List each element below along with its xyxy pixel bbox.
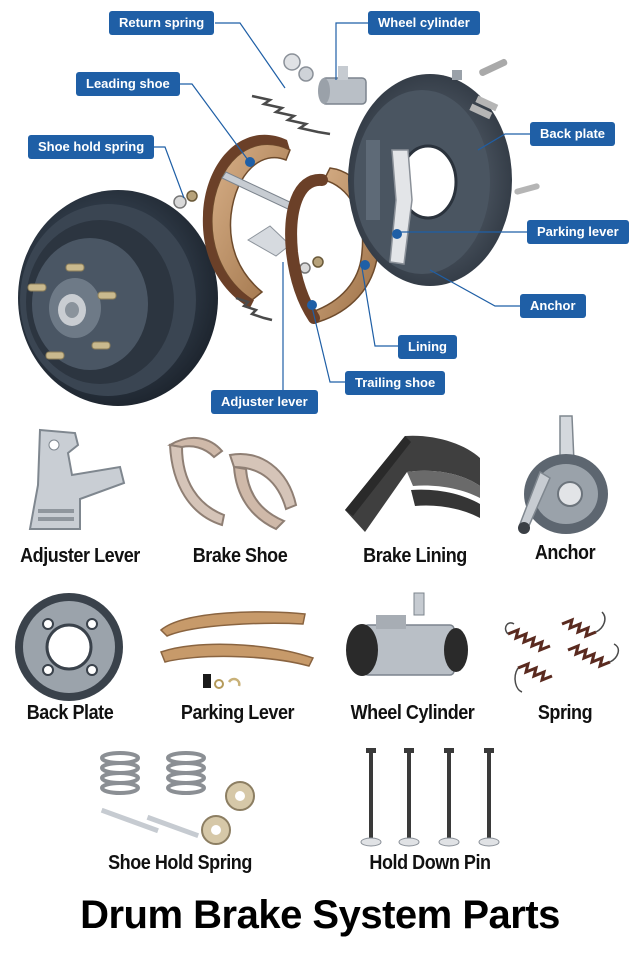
label-shoe-hold-spring: Shoe hold spring (28, 135, 155, 159)
back-plate-hardware (452, 58, 540, 195)
caption-back-plate: Back Plate (26, 702, 114, 724)
caption-brake-lining: Brake Lining (363, 545, 467, 567)
caption-adjuster-lever: Adjuster Lever (20, 545, 140, 567)
label-leading-shoe: Leading shoe (76, 72, 180, 96)
wheel-cylinder-image (346, 592, 468, 676)
parking-lever (389, 149, 413, 265)
wheel-cylinder-part (283, 53, 367, 105)
caption-wheel-cylinder: Wheel Cylinder (350, 702, 475, 724)
exploded-drum-brake-diagram (18, 53, 540, 406)
page-title: Drum Brake System Parts (80, 893, 560, 937)
label-lining: Lining (398, 335, 457, 359)
adjuster-lever-image (28, 428, 126, 530)
return-springs (235, 94, 331, 322)
label-anchor: Anchor (520, 294, 586, 318)
label-wheel-cylinder: Wheel cylinder (368, 11, 480, 35)
anchor-image (518, 415, 608, 534)
label-parking-lever: Parking lever (527, 220, 629, 244)
label-back-plate: Back plate (530, 122, 616, 146)
spring-image (504, 611, 620, 693)
back-plate (348, 74, 512, 286)
brake-drum (18, 190, 218, 406)
caption-parking-lever: Parking Lever (180, 702, 295, 724)
back-plate-image (15, 593, 123, 701)
caption-anchor: Anchor (534, 542, 596, 564)
parking-lever-image (159, 611, 315, 689)
caption-spring: Spring (537, 702, 593, 724)
brake-shoe-image (167, 436, 298, 531)
hold-down-pin-image (360, 748, 500, 847)
shoe-hold-spring-image (100, 751, 255, 845)
label-trailing-shoe: Trailing shoe (345, 371, 446, 395)
caption-shoe-hold-spring: Shoe Hold Spring (108, 852, 252, 874)
brake-lining-image (345, 435, 480, 532)
caption-brake-shoe: Brake Shoe (192, 545, 288, 567)
label-adjuster-lever: Adjuster lever (211, 390, 318, 414)
label-return-spring: Return spring (109, 11, 215, 35)
caption-hold-down-pin: Hold Down Pin (369, 852, 491, 874)
